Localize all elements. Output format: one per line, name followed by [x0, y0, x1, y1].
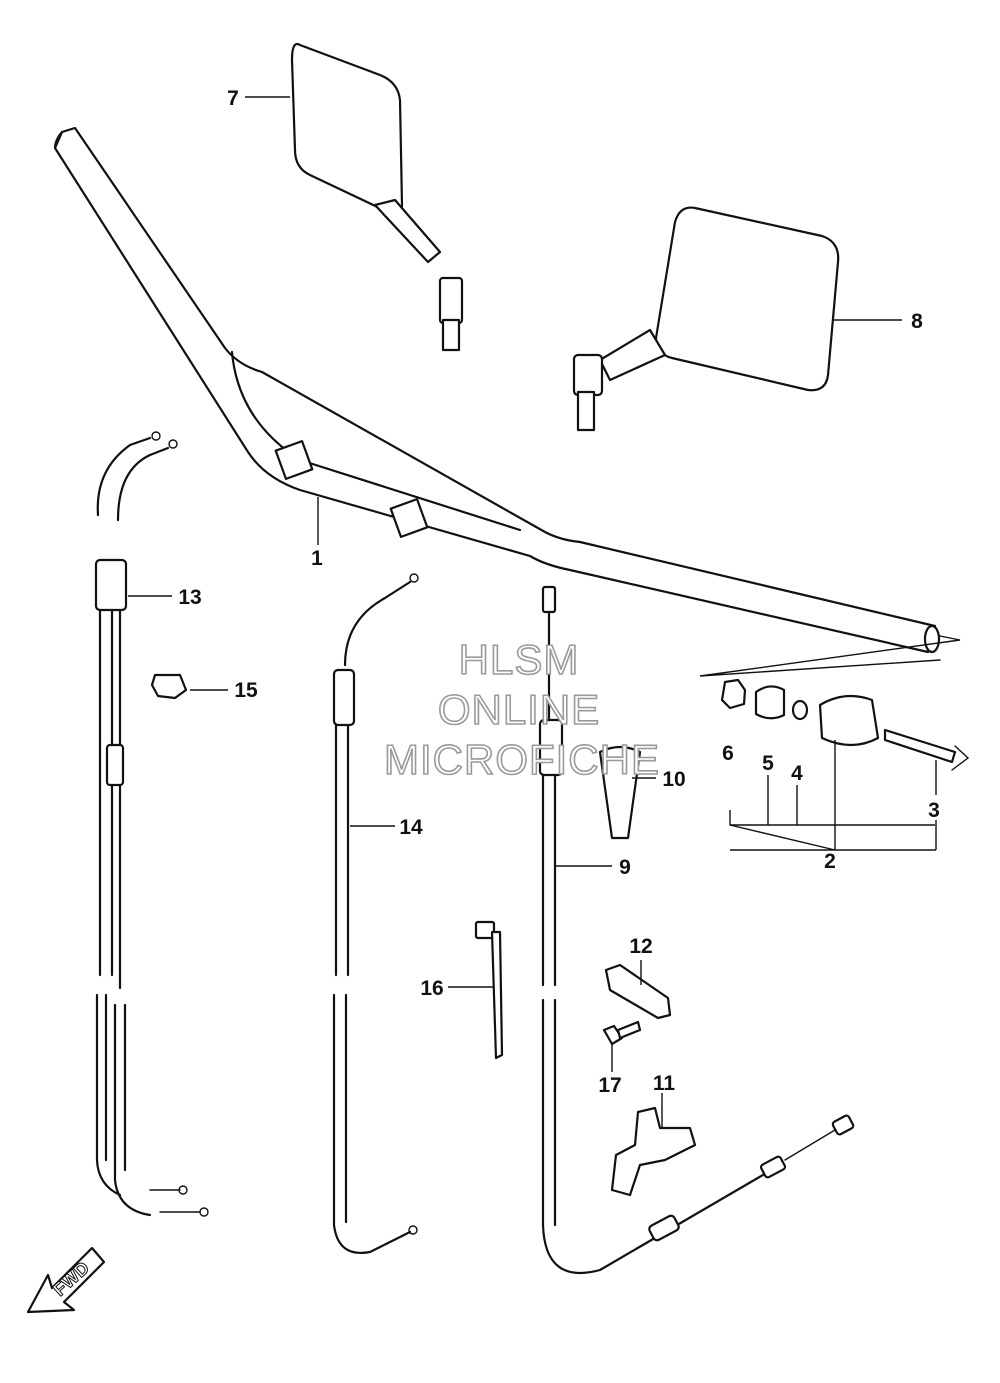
callout-6: 6	[722, 742, 734, 765]
clamp-12	[604, 963, 672, 1020]
callout-15: 15	[234, 679, 258, 702]
handlebar	[53, 126, 961, 677]
callout-1: 1	[311, 547, 323, 570]
tie-16	[474, 920, 504, 1060]
callout-7: 7	[227, 87, 239, 110]
callout-2: 2	[824, 850, 836, 873]
watermark: HLSM ONLINE MICROFICHE	[383, 635, 660, 784]
callout-17: 17	[598, 1074, 621, 1097]
callout-9: 9	[619, 856, 631, 879]
cable-14	[332, 573, 419, 1254]
cable-9	[538, 585, 855, 1275]
clip-15	[150, 673, 188, 700]
watermark-line-1: HLSM	[459, 636, 580, 683]
callout-4: 4	[791, 762, 803, 785]
callout-16: 16	[420, 977, 443, 1000]
callout-10: 10	[662, 768, 685, 791]
nut-6	[720, 678, 747, 710]
callout-14: 14	[399, 816, 423, 839]
washer-4	[791, 699, 809, 721]
fwd-arrow-icon: FWD	[26, 1246, 106, 1314]
callout-3: 3	[928, 799, 940, 822]
grip-ring-left	[274, 440, 314, 480]
bracket-11	[610, 1106, 697, 1197]
watermark-line-2: ONLINE	[438, 686, 600, 733]
grip-ring-right	[389, 498, 429, 538]
mirror-left	[290, 42, 464, 352]
callout-13: 13	[178, 586, 201, 609]
callout-labels: 1 2 3 4 5 6 7 8 9 10 11 12 13 14 15 16 1…	[178, 87, 940, 1097]
watermark-line-3: MICROFICHE	[384, 736, 660, 783]
callout-11: 11	[653, 1072, 676, 1095]
bolt-17	[602, 1020, 642, 1046]
weight-2	[818, 694, 880, 747]
callout-5: 5	[762, 752, 774, 775]
callout-12: 12	[629, 935, 652, 958]
throttle-cables	[94, 431, 209, 1217]
bolt-3	[883, 728, 957, 764]
boot-10	[598, 745, 642, 840]
collar-5	[754, 685, 786, 720]
callout-8: 8	[911, 310, 923, 333]
leader-lines	[128, 96, 937, 1128]
bar-end-assembly	[720, 678, 970, 771]
mirror-right	[572, 206, 840, 432]
